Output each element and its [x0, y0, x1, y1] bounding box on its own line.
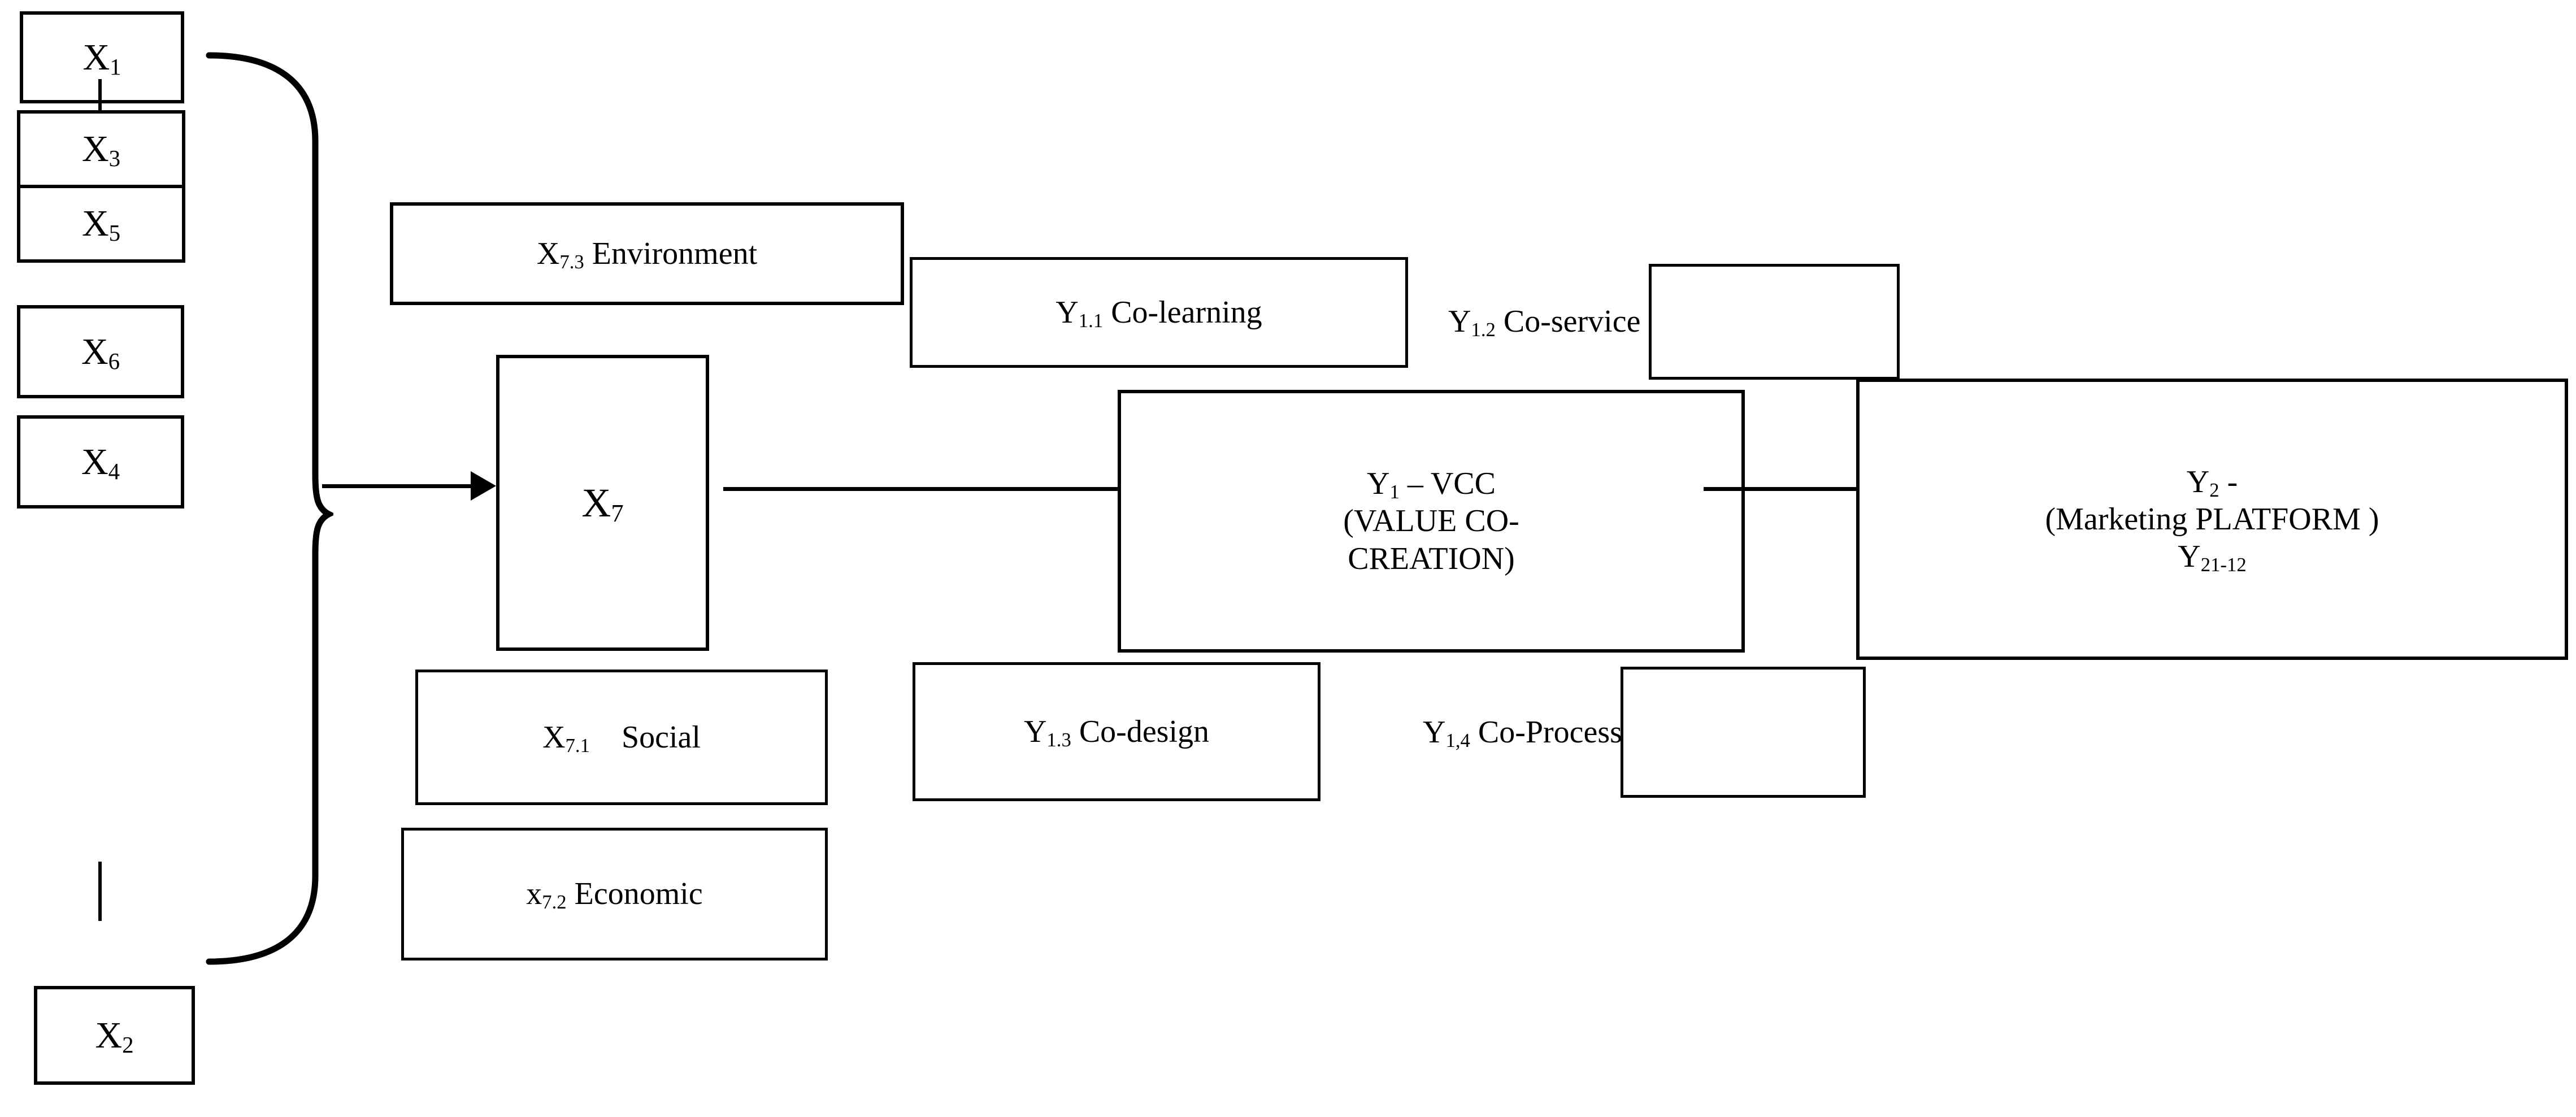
arrow-antecedents-to-x7-line	[322, 484, 472, 488]
node-x6-label: X6	[81, 331, 120, 374]
node-x5-label: X5	[81, 203, 121, 246]
node-x4-label: X4	[81, 441, 120, 484]
dimension-x7-2-economic[interactable]: x7.2 Economic	[401, 828, 828, 960]
dimension-x7-3-environment[interactable]: X7.3 Environment	[390, 202, 904, 305]
dimension-x7-2-label: x7.2 Economic	[526, 876, 703, 914]
facet-y1-1-label: Y1.1 Co-learning	[1055, 294, 1262, 332]
node-x1[interactable]: X1	[20, 11, 184, 103]
node-x1-label: X1	[82, 36, 121, 80]
node-x3-label: X3	[81, 128, 121, 171]
facet-y1-3-label: Y1.3 Co-design	[1023, 714, 1210, 751]
node-y1-vcc-label: Y1 – VCC(VALUE CO-CREATION)	[1343, 466, 1519, 576]
node-x2-label: X2	[95, 1014, 134, 1058]
node-y2-marketing-platform[interactable]: Y2 -(Marketing PLATFORM )Y21-12	[1856, 379, 2568, 660]
node-x5[interactable]: X5	[20, 185, 182, 259]
node-y2-label: Y2 -(Marketing PLATFORM )Y21-12	[2045, 464, 2379, 576]
facet-y1-2-co-service[interactable]: Y1.2 Co-service	[1448, 264, 1900, 380]
node-x4[interactable]: X4	[17, 415, 184, 508]
dimension-x7-1-label: X7.1 Social	[542, 719, 701, 757]
arrow-vcc-to-outcome-line	[1704, 487, 1915, 491]
facet-y1-4-label: Y1,4 Co-Process	[1423, 714, 1622, 751]
facet-y1-3-co-design[interactable]: Y1.3 Co-design	[913, 662, 1320, 801]
facet-y1-2-label: Y1.2 Co-service	[1448, 304, 1641, 341]
antecedent-grouping-brace	[206, 52, 333, 965]
facet-y1-4-co-process[interactable]: Y1,4 Co-Process	[1423, 667, 1866, 798]
node-x6[interactable]: X6	[17, 305, 184, 398]
arrow-x7-to-vcc-line	[723, 487, 1153, 491]
node-x3[interactable]: X3	[20, 114, 182, 185]
dimension-x7-1-social[interactable]: X7.1 Social	[415, 670, 828, 805]
node-x7-label: X7	[581, 480, 624, 528]
connector-x1-x3	[98, 79, 102, 113]
node-x7[interactable]: X7	[496, 355, 709, 651]
facet-y1-1-co-learning[interactable]: Y1.1 Co-learning	[910, 257, 1408, 368]
node-y1-vcc[interactable]: Y1 – VCC(VALUE CO-CREATION)	[1118, 390, 1745, 653]
node-x2[interactable]: X2	[34, 986, 195, 1085]
node-x3-x5-stack: X3 X5	[17, 110, 185, 263]
connector-x4-x2	[98, 862, 102, 921]
dimension-x7-3-label: X7.3 Environment	[536, 236, 758, 273]
arrow-antecedents-to-x7-head	[471, 471, 496, 501]
